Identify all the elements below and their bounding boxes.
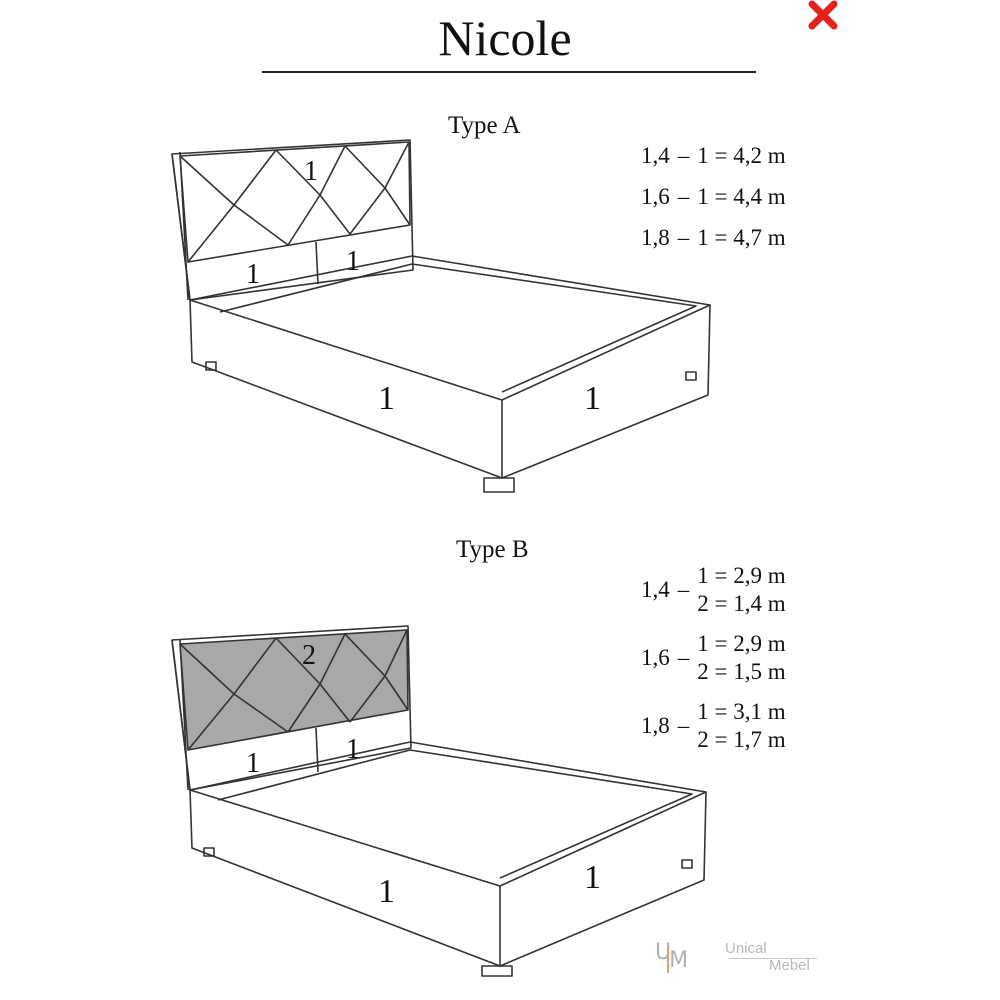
dim-size: 1,8 — [641, 225, 670, 250]
dim-value: 1 = 4,7 m — [697, 225, 786, 250]
bed-leg — [681, 859, 693, 869]
close-button[interactable] — [806, 0, 840, 30]
bed-label-headboard-top: 1 — [304, 156, 318, 187]
diamond-line — [319, 145, 351, 235]
dim-size: 1,4 — [641, 143, 670, 168]
diamond-line — [233, 637, 289, 733]
dim-dash: – — [677, 143, 690, 168]
diamond-line — [384, 141, 411, 226]
bed-leg — [203, 847, 215, 857]
bed-leg — [483, 477, 515, 493]
logo-mark-u: U — [655, 940, 672, 965]
dim-value-2: 2 = 1,7 m — [697, 727, 786, 752]
dim-value-2: 2 = 1,5 m — [697, 659, 786, 684]
logo-mark: UM — [655, 940, 692, 973]
dim-value-1: 1 = 2,9 m — [697, 631, 786, 656]
bed-label-headboard-right: 1 — [346, 734, 360, 765]
type-b-dim-group: 1,4– 1 = 2,9 m 2 = 1,4 m — [641, 562, 786, 618]
bed-label-headboard-top: 2 — [302, 640, 316, 671]
type-a-label: Type A — [448, 112, 521, 139]
dim-dash: – — [677, 225, 690, 250]
type-a-dim-row: 1,4–1 = 4,2 m — [641, 142, 786, 170]
dim-value-1: 1 = 3,1 m — [697, 699, 786, 724]
bed-label-frame-front: 1 — [378, 380, 395, 417]
diamond-line — [384, 629, 409, 711]
bed-label-frame-side: 1 — [584, 380, 601, 417]
bed-label-frame-side: 1 — [584, 859, 601, 896]
dim-dash: – — [677, 577, 690, 602]
headboard-diamond-pattern — [179, 141, 411, 263]
logo-word-mebel: Mebel — [769, 957, 810, 974]
type-a-dim-row: 1,6–1 = 4,4 m — [641, 183, 786, 211]
dim-value-1: 1 = 2,9 m — [697, 563, 786, 588]
type-a-dim-row: 1,8–1 = 4,7 m — [641, 224, 786, 252]
frame-top — [189, 741, 707, 887]
headboard-seam — [315, 241, 319, 285]
headboard-outline — [171, 139, 414, 301]
bed-leg — [481, 965, 513, 977]
headboard-seam — [315, 727, 319, 773]
dim-size: 1,8 — [641, 713, 670, 738]
dim-dash: – — [677, 645, 690, 670]
page-title: Nicole — [438, 10, 572, 66]
frame-sides — [189, 789, 707, 967]
type-a-dimensions: 1,4–1 = 4,2 m 1,6–1 = 4,4 m 1,8–1 = 4,7 … — [641, 142, 786, 252]
headboard-diamond-pattern — [179, 629, 409, 751]
frame-inner — [219, 263, 697, 393]
bed-type-b: 2 1 1 1 1 — [171, 625, 707, 977]
dim-size: 1,6 — [641, 184, 670, 209]
bed-type-a: 1 1 1 1 1 — [171, 139, 711, 493]
close-icon — [808, 0, 838, 30]
diamond-line — [179, 155, 235, 263]
bed-label-frame-front: 1 — [378, 873, 395, 910]
dim-size: 1,4 — [641, 577, 670, 602]
frame-sides — [189, 299, 711, 479]
dim-dash: – — [677, 184, 690, 209]
title-divider — [262, 71, 756, 73]
bed-leg — [205, 361, 217, 371]
bed-label-headboard-left: 1 — [246, 748, 260, 779]
bed-label-headboard-right: 1 — [346, 246, 360, 277]
dim-value: 1 = 4,2 m — [697, 143, 786, 168]
dim-value: 1 = 4,4 m — [697, 184, 786, 209]
frame-inner — [217, 749, 693, 879]
dim-size: 1,6 — [641, 645, 670, 670]
type-b-dim-group: 1,8– 1 = 3,1 m 2 = 1,7 m — [641, 698, 786, 754]
unical-mebel-logo: UM Unical Mebel — [655, 938, 825, 978]
dim-value-2: 2 = 1,4 m — [697, 591, 786, 616]
logo-word-unical: Unical — [725, 940, 767, 957]
type-b-label: Type B — [456, 536, 529, 563]
diamond-line — [319, 633, 351, 723]
dim-dash: – — [677, 713, 690, 738]
type-b-dim-group: 1,6– 1 = 2,9 m 2 = 1,5 m — [641, 630, 786, 686]
bed-leg — [685, 371, 697, 381]
headboard-panel — [179, 141, 411, 263]
diamond-line — [344, 145, 386, 235]
logo-mark-m: M — [667, 948, 689, 973]
bed-label-headboard-left: 1 — [246, 259, 260, 290]
diamond-line — [233, 149, 289, 246]
frame-top — [189, 255, 711, 401]
logo-rule — [729, 958, 817, 959]
type-b-dimensions: 1,4– 1 = 2,9 m 2 = 1,4 m 1,6– 1 = 2,9 m … — [641, 562, 786, 754]
